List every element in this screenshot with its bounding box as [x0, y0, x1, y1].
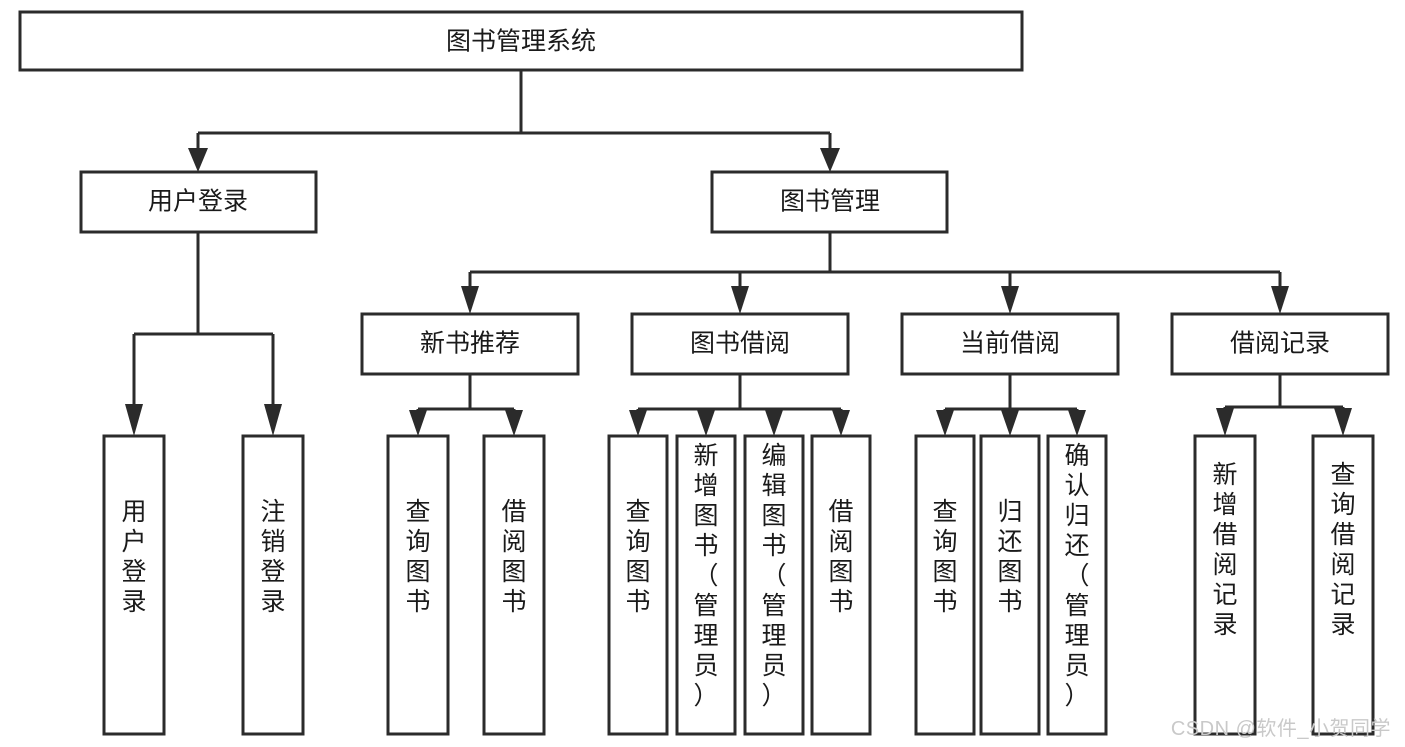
arrow-head-leaf-query-book-2	[629, 410, 647, 436]
node-leaf-borrow-book-1-box[interactable]	[482, 434, 546, 736]
node-leaf-borrow-book-1[interactable]: 借阅图书	[482, 434, 546, 736]
node-leaf-query-book-1-label: 查询图书	[405, 498, 430, 616]
node-leaf-query-book-2-box[interactable]	[607, 434, 669, 736]
node-current-borrow-box[interactable]	[900, 312, 1120, 376]
node-leaf-confirm-return-label: 确认归还（管理员）	[1064, 442, 1089, 710]
node-leaf-add-record-label: 新增借阅记录	[1212, 461, 1237, 639]
node-leaf-query-book-1[interactable]: 查询图书	[386, 434, 450, 736]
arrow-head-book-management	[820, 148, 840, 172]
node-leaf-query-book-3-box[interactable]	[914, 434, 976, 736]
node-leaf-query-book-1-box[interactable]	[386, 434, 450, 736]
watermark: CSDN @软件_小贺同学	[1170, 718, 1391, 740]
node-user-login[interactable]: 用户登录	[79, 170, 318, 234]
node-user-login-box[interactable]	[79, 170, 318, 234]
node-new-book-recommend-box[interactable]	[360, 312, 580, 376]
arrow-head-borrow-record	[1271, 286, 1289, 314]
arrow-head-leaf-query-book-1	[409, 410, 427, 436]
arrow-head-leaf-borrow-book-1	[505, 410, 523, 436]
arrow-head-user-login	[188, 148, 208, 172]
node-leaf-query-book-2-label: 查询图书	[625, 498, 650, 616]
node-root[interactable]: 图书管理系统	[18, 10, 1024, 72]
node-leaf-query-book-3-label: 查询图书	[932, 498, 957, 616]
arrow-head-current-borrow	[1001, 286, 1019, 314]
arrow-head-leaf-add-record	[1216, 408, 1234, 436]
node-leaf-edit-book-label: 编辑图书（管理员）	[761, 442, 786, 710]
node-current-borrow-label: 当前借阅	[960, 330, 1060, 358]
node-book-management-box[interactable]	[710, 170, 949, 234]
arrow-head-leaf-user-login	[125, 404, 143, 436]
node-root-label: 图书管理系统	[446, 28, 596, 56]
node-leaf-add-book-box[interactable]	[675, 434, 737, 736]
node-leaf-return-book-box[interactable]	[979, 434, 1041, 736]
node-leaf-user-login-box[interactable]	[102, 434, 166, 736]
node-root-box[interactable]	[18, 10, 1024, 72]
node-book-borrow-label: 图书借阅	[690, 330, 790, 358]
node-new-book-recommend[interactable]: 新书推荐	[360, 312, 580, 376]
node-leaf-borrow-book-1-label: 借阅图书	[501, 498, 526, 616]
arrow-head-leaf-return-book	[1001, 410, 1019, 436]
arrow-head-leaf-borrow-book-2	[832, 410, 850, 436]
node-book-management[interactable]: 图书管理	[710, 170, 949, 234]
arrow-head-leaf-query-record	[1334, 408, 1352, 436]
node-leaf-return-book-label: 归还图书	[997, 498, 1022, 616]
node-borrow-record-box[interactable]	[1170, 312, 1390, 376]
node-current-borrow[interactable]: 当前借阅	[900, 312, 1120, 376]
arrow-head-new-book-recommend	[461, 286, 479, 314]
node-book-borrow-box[interactable]	[630, 312, 850, 376]
arrow-head-leaf-confirm-return	[1068, 410, 1086, 436]
node-leaf-edit-book-box[interactable]	[743, 434, 805, 736]
node-leaf-borrow-book-2-label: 借阅图书	[828, 498, 853, 616]
node-leaf-logout-login[interactable]: 注销登录	[241, 434, 305, 736]
node-leaf-user-login-label: 用户登录	[121, 498, 146, 616]
arrow-head-book-borrow	[731, 286, 749, 314]
arrow-head-leaf-query-book-3	[936, 410, 954, 436]
node-new-book-recommend-label: 新书推荐	[420, 330, 520, 358]
arrow-head-leaf-logout-login	[264, 404, 282, 436]
node-leaf-confirm-return-box[interactable]	[1046, 434, 1108, 736]
node-leaf-add-book-label: 新增图书（管理员）	[693, 442, 718, 710]
node-leaf-logout-login-box[interactable]	[241, 434, 305, 736]
node-leaf-edit-book[interactable]: 编辑图书（管理员）	[743, 434, 805, 736]
node-user-login-label: 用户登录	[148, 188, 248, 216]
arrow-head-leaf-add-book	[697, 410, 715, 436]
node-leaf-query-book-3[interactable]: 查询图书	[914, 434, 976, 736]
node-leaf-add-record-box[interactable]	[1193, 434, 1257, 736]
node-leaf-add-book[interactable]: 新增图书（管理员）	[675, 434, 737, 736]
node-leaf-query-record-box[interactable]	[1311, 434, 1375, 736]
node-book-borrow[interactable]: 图书借阅	[630, 312, 850, 376]
node-leaf-user-login[interactable]: 用户登录	[102, 434, 166, 736]
node-book-management-label: 图书管理	[780, 188, 880, 216]
node-leaf-return-book[interactable]: 归还图书	[979, 434, 1041, 736]
node-leaf-query-record[interactable]: 查询借阅记录	[1311, 434, 1375, 736]
connector-layer	[125, 70, 1352, 436]
node-borrow-record[interactable]: 借阅记录	[1170, 312, 1390, 376]
node-leaf-confirm-return[interactable]: 确认归还（管理员）	[1046, 434, 1108, 736]
node-leaf-query-book-2[interactable]: 查询图书	[607, 434, 669, 736]
node-leaf-query-record-label: 查询借阅记录	[1330, 461, 1355, 639]
node-leaf-borrow-book-2-box[interactable]	[810, 434, 872, 736]
node-leaf-logout-login-label: 注销登录	[260, 498, 285, 616]
node-borrow-record-label: 借阅记录	[1230, 330, 1330, 358]
arrow-head-leaf-edit-book	[765, 410, 783, 436]
node-leaf-borrow-book-2[interactable]: 借阅图书	[810, 434, 872, 736]
node-leaf-add-record[interactable]: 新增借阅记录	[1193, 434, 1257, 736]
